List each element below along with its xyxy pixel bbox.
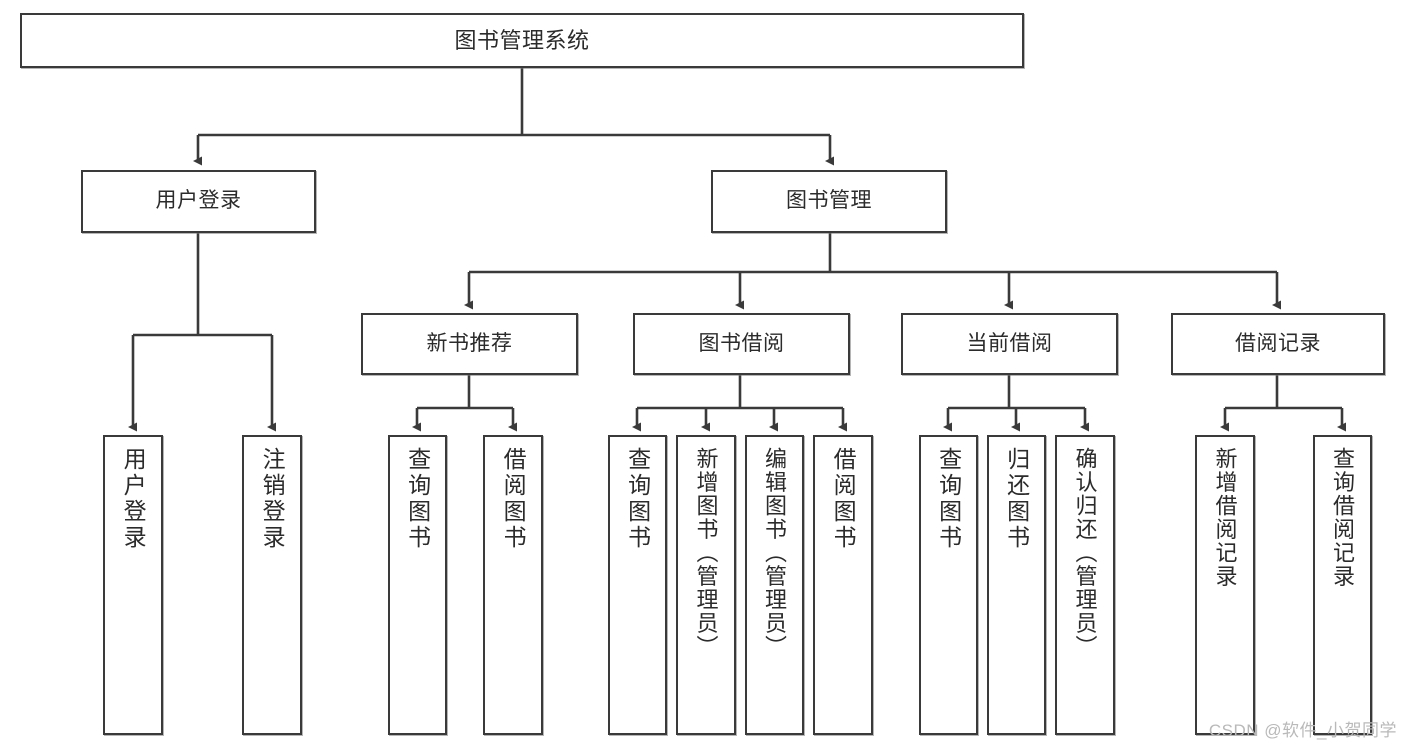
node-label: 查询图书 bbox=[935, 447, 962, 551]
leaf-record-query[interactable]: 查询借阅记录 bbox=[1313, 435, 1372, 735]
leaf-borrow-query-book[interactable]: 查询图书 bbox=[608, 435, 667, 735]
node-label: 借阅图书 bbox=[830, 447, 857, 551]
node-book-borrow[interactable]: 图书借阅 bbox=[633, 313, 850, 375]
leaf-borrow-edit-book[interactable]: 编辑图书（管理员） bbox=[745, 435, 804, 735]
node-current-borrow[interactable]: 当前借阅 bbox=[901, 313, 1118, 375]
node-label: 用户登录 bbox=[155, 189, 242, 213]
watermark: CSDN @软件_小贺同学 bbox=[1208, 721, 1397, 740]
node-label: 查询图书 bbox=[404, 447, 431, 551]
node-label: 借阅记录 bbox=[1235, 331, 1321, 355]
node-book-management[interactable]: 图书管理 bbox=[711, 170, 947, 233]
node-label: 查询借阅记录 bbox=[1330, 447, 1356, 588]
leaf-current-query-book[interactable]: 查询图书 bbox=[919, 435, 978, 735]
leaf-current-return-book[interactable]: 归还图书 bbox=[987, 435, 1046, 735]
node-label: 查询图书 bbox=[624, 447, 651, 551]
node-borrow-record[interactable]: 借阅记录 bbox=[1171, 313, 1385, 375]
node-label: 图书管理 bbox=[786, 189, 872, 213]
node-label: 新书推荐 bbox=[426, 331, 513, 355]
leaf-new-book-borrow[interactable]: 借阅图书 bbox=[483, 435, 543, 735]
node-new-book-recommend[interactable]: 新书推荐 bbox=[361, 313, 578, 375]
node-label: 图书管理系统 bbox=[454, 27, 590, 53]
leaf-new-book-query[interactable]: 查询图书 bbox=[388, 435, 447, 735]
node-label: 新增图书（管理员） bbox=[693, 447, 719, 659]
node-label: 编辑图书（管理员） bbox=[762, 447, 788, 659]
node-label: 新增借阅记录 bbox=[1212, 447, 1238, 588]
node-root-system[interactable]: 图书管理系统 bbox=[20, 13, 1024, 68]
node-label: 用户登录 bbox=[120, 447, 147, 551]
leaf-current-confirm-return[interactable]: 确认归还（管理员） bbox=[1055, 435, 1115, 735]
node-label: 确认归还（管理员） bbox=[1072, 447, 1098, 659]
leaf-user-logout[interactable]: 注销登录 bbox=[242, 435, 302, 735]
leaf-record-add[interactable]: 新增借阅记录 bbox=[1195, 435, 1255, 735]
node-label: 注销登录 bbox=[259, 447, 286, 551]
node-label: 归还图书 bbox=[1003, 447, 1030, 551]
node-label: 借阅图书 bbox=[500, 447, 527, 551]
leaf-borrow-add-book[interactable]: 新增图书（管理员） bbox=[676, 435, 736, 735]
node-label: 图书借阅 bbox=[698, 331, 785, 355]
leaf-borrow-borrow-book[interactable]: 借阅图书 bbox=[813, 435, 873, 735]
leaf-user-login[interactable]: 用户登录 bbox=[103, 435, 163, 735]
node-user-login[interactable]: 用户登录 bbox=[81, 170, 316, 233]
node-label: 当前借阅 bbox=[966, 331, 1053, 355]
